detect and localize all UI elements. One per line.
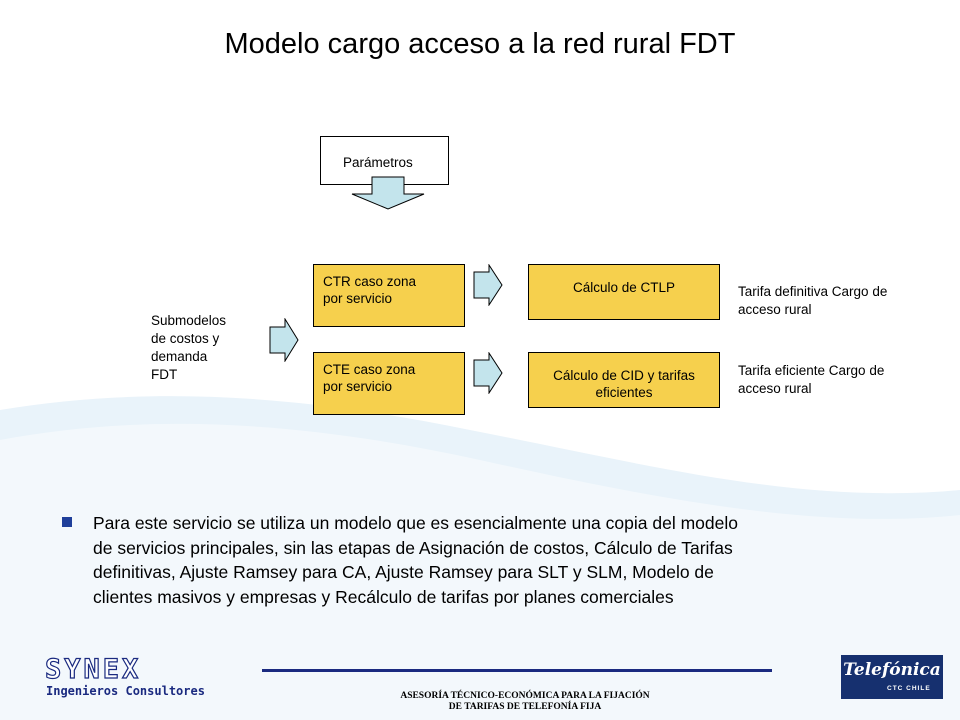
page-title: Modelo cargo acceso a la red rural FDT [224,28,736,60]
bullet-icon [62,517,72,527]
footer-center-text: ASESORÍA TÉCNICO-ECONÓMICA PARA LA FIJAC… [400,691,650,712]
parametros-label: Parámetros [343,155,413,170]
submodelos-label: Submodelos de costos y demanda FDT [151,313,227,382]
ctr-box: CTR caso zona por servicio [313,264,465,327]
cid-box: Cálculo de CID y tarifas eficientes [528,352,720,408]
right-arrow-icon [269,318,299,362]
tarifa-eficiente-label: Tarifa eficiente Cargo de acceso rural [738,363,885,396]
cte-box: CTE caso zona por servicio [313,352,465,415]
synex-logo: SYNEX [44,654,142,685]
right-arrow-icon [473,352,503,394]
telefonica-logo: Telefónica CTC CHILE [841,655,943,699]
right-arrow-icon [473,264,503,306]
ctlp-box: Cálculo de CTLP [528,264,720,320]
synex-subtitle: Ingenieros Consultores [46,684,205,698]
tarifa-definitiva-label: Tarifa definitiva Cargo de acceso rural [738,284,888,317]
bullet-text: Para este servicio se utiliza un modelo … [93,513,738,607]
footer-divider [262,669,772,672]
down-arrow-icon [351,176,425,210]
